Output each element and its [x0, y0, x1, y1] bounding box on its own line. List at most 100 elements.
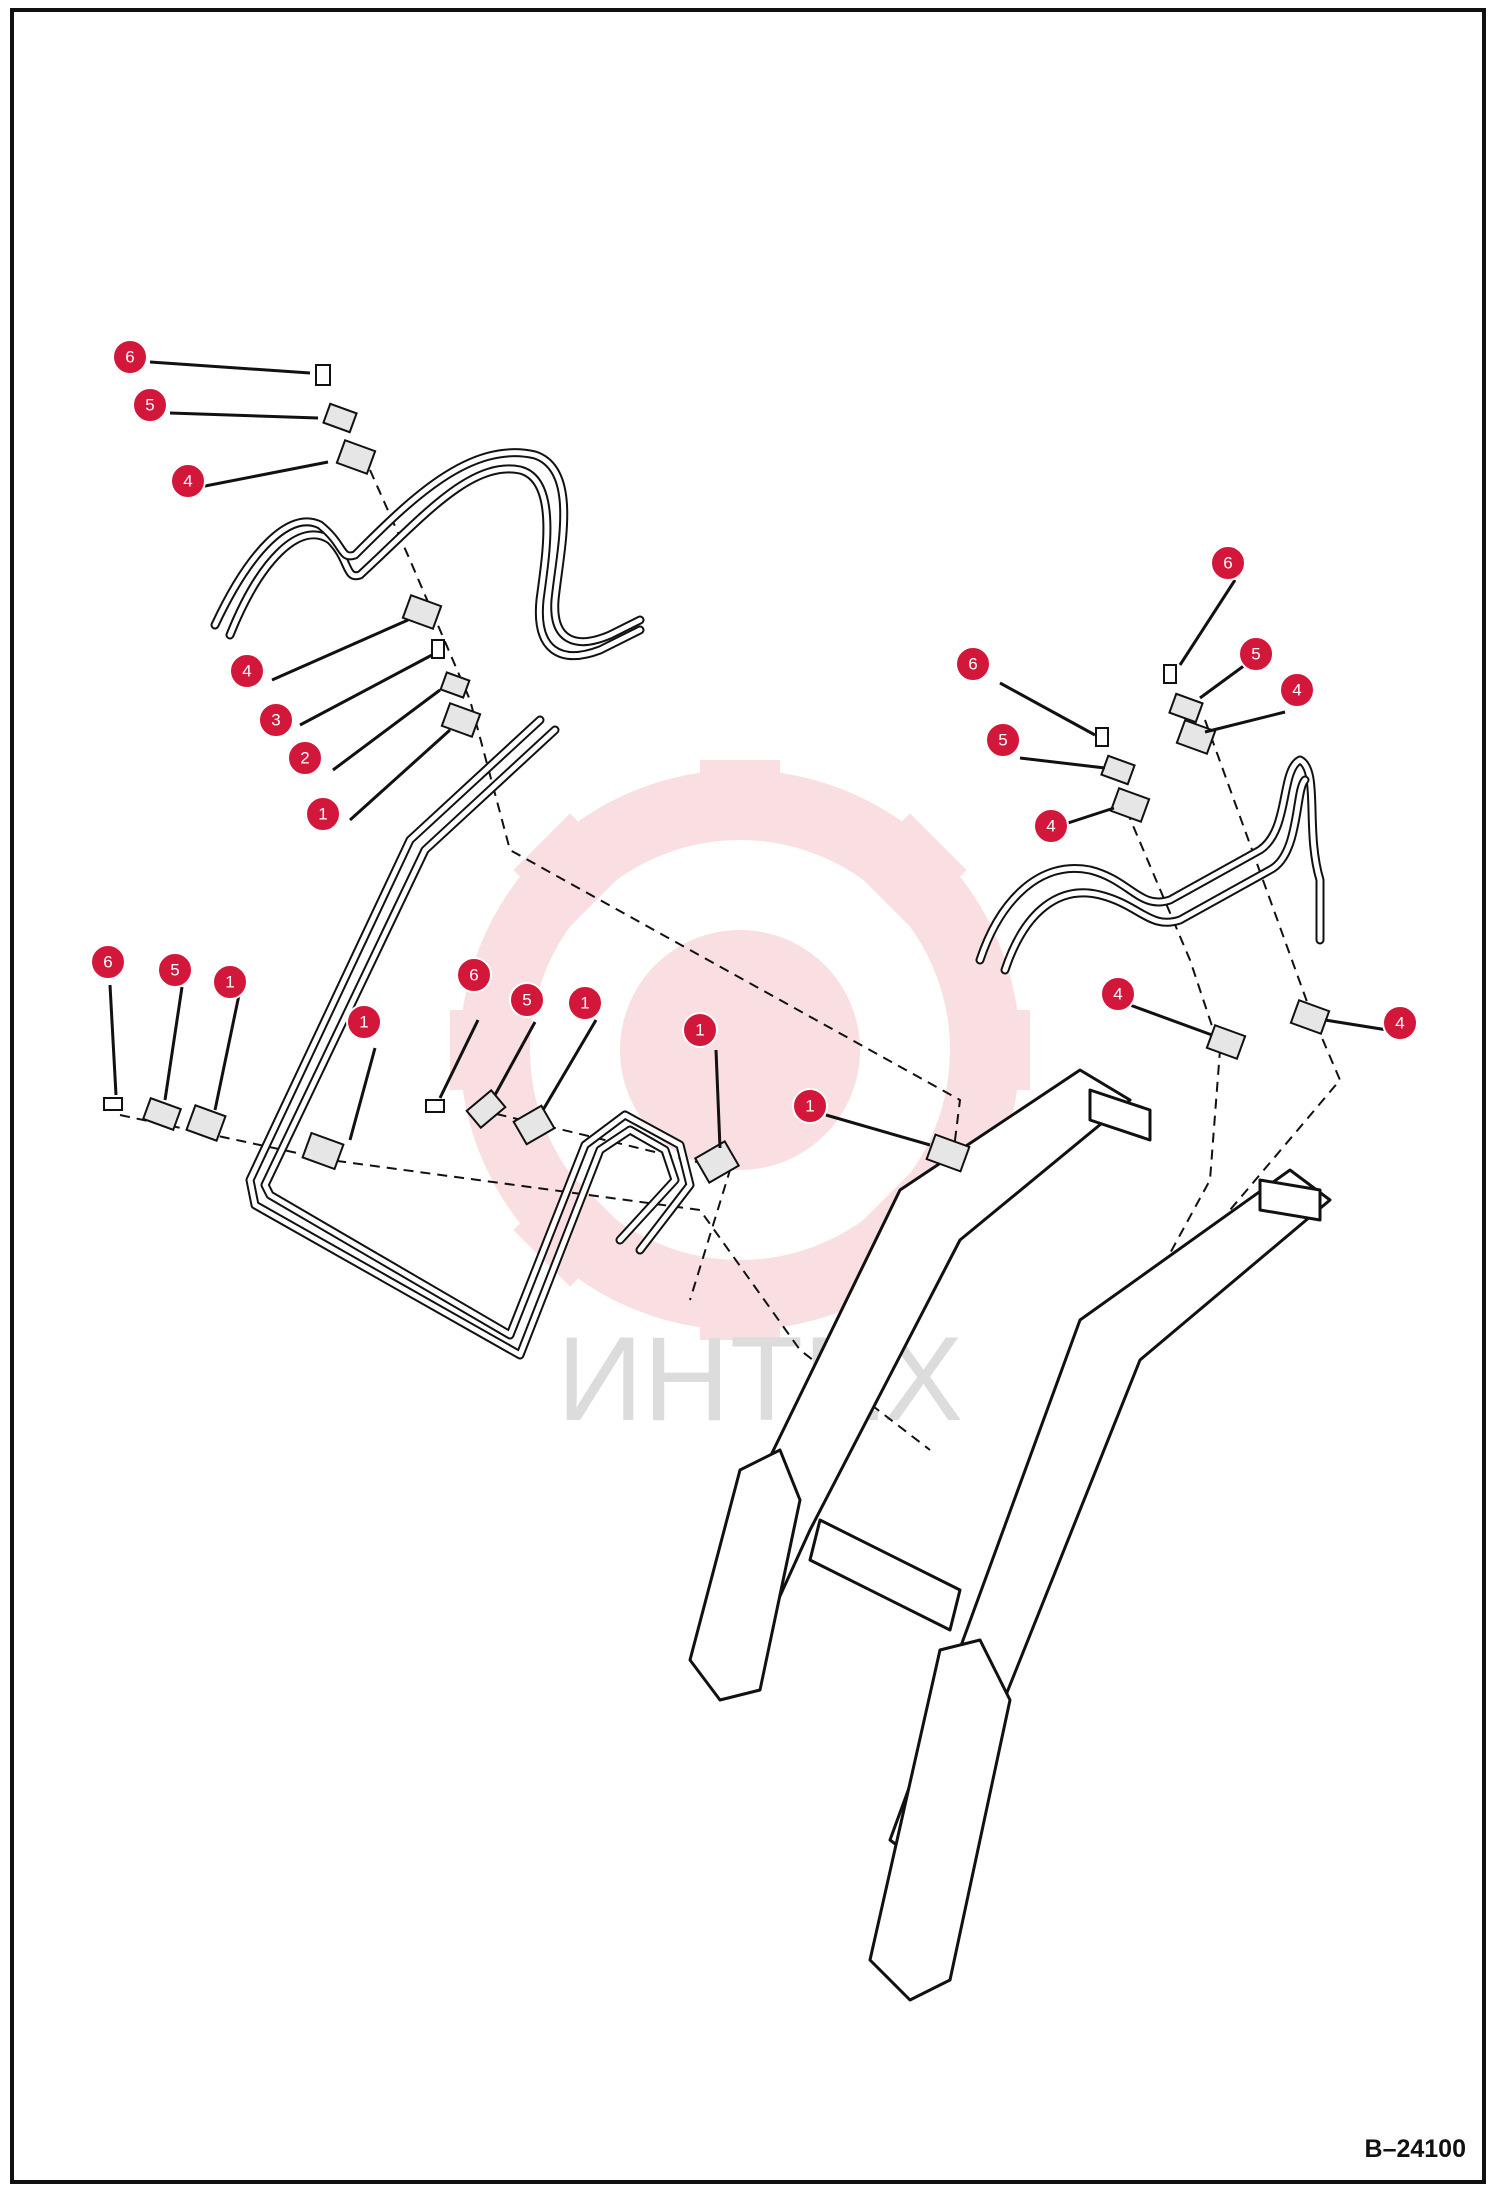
- callout-6: 6: [456, 957, 492, 993]
- callout-5: 5: [132, 387, 168, 423]
- callout-label: 5: [170, 961, 179, 980]
- callout-label: 6: [103, 953, 112, 972]
- bolt-part: [1163, 664, 1177, 684]
- washer-plate-part: [322, 402, 358, 434]
- callout-6: 6: [1210, 545, 1246, 581]
- bolt-part: [103, 1097, 123, 1111]
- callout-1: 1: [346, 1004, 382, 1040]
- callout-label: 5: [145, 396, 154, 415]
- callout-6: 6: [90, 944, 126, 980]
- callout-label: 5: [998, 731, 1007, 750]
- callout-marker: [305, 796, 341, 832]
- clamp-part: [1109, 786, 1151, 824]
- left-steel-tube: [245, 715, 695, 1360]
- callout-label: 3: [271, 711, 280, 730]
- leader-lines: [108, 360, 1401, 1149]
- callout-marker: [1100, 976, 1136, 1012]
- callout-label: 4: [1046, 817, 1055, 836]
- callout-4: 4: [170, 463, 206, 499]
- bolt-part: [1095, 727, 1109, 747]
- callout-1: 1: [792, 1088, 828, 1124]
- callout-marker: [170, 463, 206, 499]
- callout-label: 4: [1292, 681, 1301, 700]
- callout-5: 5: [157, 952, 193, 988]
- hardware-parts: [103, 364, 1331, 1184]
- callout-label: 6: [968, 655, 977, 674]
- callout-marker: [567, 985, 603, 1021]
- callout-marker: [1279, 672, 1315, 708]
- callout-1: 1: [305, 796, 341, 832]
- callout-group: 6 5 4 4 3 2 1 6 5 4 6 5 4 6 5 1 1 6 5 1 1 1 4 4: [90, 339, 1418, 1124]
- callout-label: 6: [469, 966, 478, 985]
- callout-marker: [1210, 545, 1246, 581]
- washer-plate-part: [439, 671, 471, 699]
- callout-label: 4: [183, 472, 192, 491]
- clamp-part: [401, 593, 443, 631]
- callout-label: 4: [1113, 985, 1122, 1004]
- upper-left-hose-assembly: [210, 448, 645, 661]
- drawing-code: B–24100: [1364, 2135, 1466, 2163]
- callout-marker: [792, 1088, 828, 1124]
- washer-plate-part: [1100, 754, 1136, 786]
- callout-marker: [985, 722, 1021, 758]
- callout-5: 5: [509, 982, 545, 1018]
- washer-plate-part: [141, 1096, 183, 1132]
- clamp-part: [693, 1140, 741, 1184]
- loader-arm-frame: [688, 1068, 1332, 2002]
- callout-4: 4: [1100, 976, 1136, 1012]
- callout-marker: [682, 1012, 718, 1048]
- callout-label: 1: [359, 1013, 368, 1032]
- callout-marker: [157, 952, 193, 988]
- clamp-part: [512, 1104, 556, 1146]
- callout-6: 6: [955, 646, 991, 682]
- callout-marker: [346, 1004, 382, 1040]
- washer-plate-part: [1168, 692, 1204, 724]
- callout-label: 6: [1223, 554, 1232, 573]
- callout-marker: [212, 964, 248, 1000]
- callout-marker: [132, 387, 168, 423]
- callout-label: 1: [805, 1097, 814, 1116]
- bolt-part: [431, 639, 445, 659]
- callout-1: 1: [212, 964, 248, 1000]
- callout-5: 5: [1238, 636, 1274, 672]
- clamp-part: [440, 701, 482, 739]
- callout-marker: [509, 982, 545, 1018]
- callout-label: 4: [242, 662, 251, 681]
- callout-4: 4: [1382, 1005, 1418, 1041]
- clamp-part: [1289, 998, 1331, 1036]
- callout-label: 5: [522, 991, 531, 1010]
- clamp-part: [301, 1131, 345, 1171]
- callout-label: 1: [695, 1021, 704, 1040]
- callout-marker: [955, 646, 991, 682]
- clamp-part: [185, 1104, 227, 1142]
- callout-marker: [456, 957, 492, 993]
- clamp-part: [335, 438, 377, 476]
- callout-marker: [229, 653, 265, 689]
- callout-marker: [90, 944, 126, 980]
- callout-4: 4: [229, 653, 265, 689]
- callout-marker: [258, 702, 294, 738]
- clamp-part: [1205, 1023, 1247, 1061]
- callout-marker: [112, 339, 148, 375]
- callout-marker: [1033, 808, 1069, 844]
- callout-marker: [1238, 636, 1274, 672]
- callout-marker: [1382, 1005, 1418, 1041]
- callout-label: 4: [1395, 1014, 1404, 1033]
- clamp-part: [1175, 718, 1217, 756]
- callout-label: 1: [580, 994, 589, 1013]
- callout-5: 5: [985, 722, 1021, 758]
- callout-4: 4: [1033, 808, 1069, 844]
- callout-label: 5: [1251, 645, 1260, 664]
- callout-label: 6: [125, 348, 134, 367]
- washer-plate-part: [465, 1088, 507, 1130]
- callout-1: 1: [682, 1012, 718, 1048]
- callout-label: 2: [300, 749, 309, 768]
- clamp-part: [925, 1133, 971, 1173]
- callout-marker: [287, 740, 323, 776]
- callout-label: 1: [225, 973, 234, 992]
- callout-4: 4: [1279, 672, 1315, 708]
- right-hose-assembly: [975, 755, 1325, 975]
- callout-1: 1: [567, 985, 603, 1021]
- callout-3: 3: [258, 702, 294, 738]
